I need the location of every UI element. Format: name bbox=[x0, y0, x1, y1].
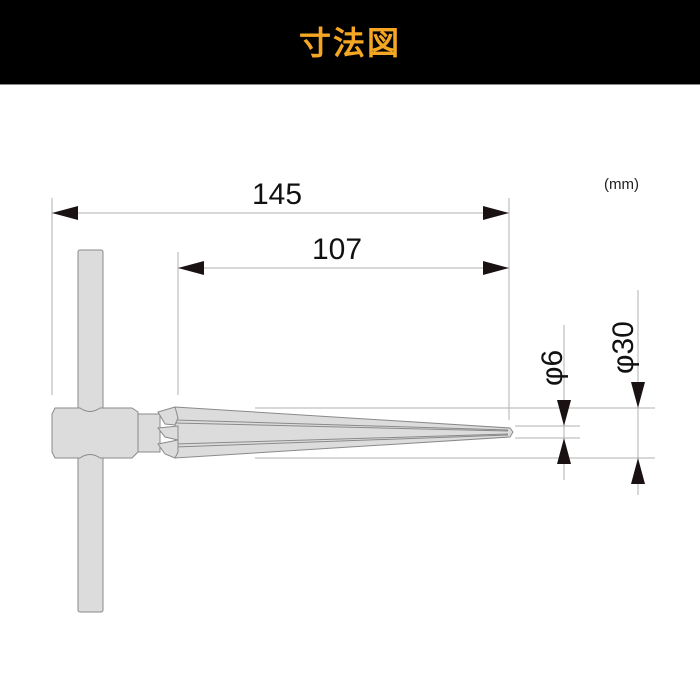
handle-head bbox=[51, 407, 161, 459]
arrow-left-icon bbox=[178, 261, 204, 275]
arrow-right-icon bbox=[483, 261, 509, 275]
arrow-up-icon bbox=[631, 458, 645, 484]
dimension-107-label: 107 bbox=[312, 233, 363, 266]
arrow-up-icon bbox=[557, 438, 571, 464]
dimension-145-label: 145 bbox=[252, 178, 303, 211]
page-title: 寸法図 bbox=[298, 24, 401, 62]
dimension-107-line bbox=[178, 261, 509, 275]
header-bar: 寸法図 bbox=[0, 0, 700, 85]
dimension-phi30-label: φ30 bbox=[607, 321, 640, 374]
dimension-145-line bbox=[52, 206, 509, 220]
unit-label: (mm) bbox=[604, 176, 639, 193]
reamer-blade bbox=[157, 406, 514, 459]
dimension-phi6-arrows bbox=[557, 400, 571, 464]
arrow-down-icon bbox=[631, 382, 645, 408]
arrow-right-icon bbox=[483, 206, 509, 220]
dimension-phi30-arrows bbox=[631, 382, 645, 484]
arrow-down-icon bbox=[557, 400, 571, 426]
arrow-left-icon bbox=[52, 206, 78, 220]
dimension-phi6-label: φ6 bbox=[536, 349, 569, 386]
